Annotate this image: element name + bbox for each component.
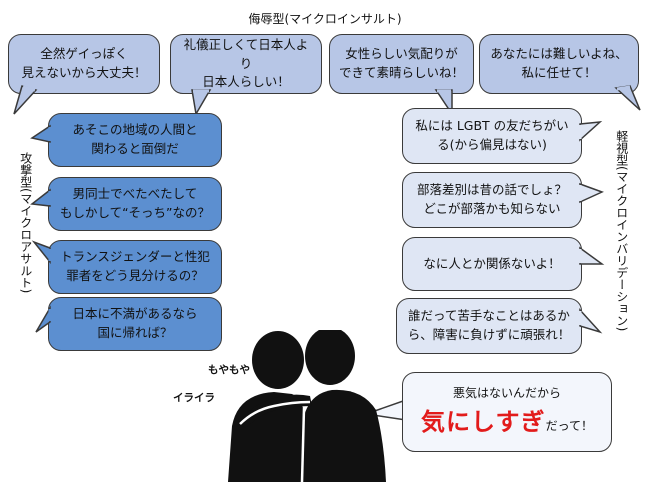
bubble-line: 部落差別は昔の話でしょ？	[416, 182, 567, 198]
emphasis-suffix: だって！	[545, 419, 593, 433]
two-people-silhouette-icon	[228, 330, 386, 482]
bubble-line: 関わると面倒だ	[91, 141, 179, 156]
bubble-line: 私には LGBT の友だちがい	[415, 118, 569, 134]
bubble-line: もしかして“そっち”なの？	[59, 205, 211, 220]
assault-bubble-2: 男同士でべたべたしてもしかして“そっち”なの？	[48, 177, 222, 231]
bubble-line: る(から偏見はない)	[437, 137, 547, 152]
bubble-line: どこが部落かも知らない	[423, 201, 561, 216]
insult-bubble-3: 女性らしい気配りができて素晴らしいね！	[329, 34, 474, 94]
bottom-bubble: 悪気はないんだから 気にしすぎだって！	[402, 372, 612, 452]
invalidation-bubble-1: 私には LGBT の友だちがいる(から偏見はない)	[402, 108, 582, 164]
invalidation-bubble-2: 部落差別は昔の話でしょ？ どこが部落かも知らない	[402, 172, 582, 228]
bottom-bubble-line2: 気にしすぎだって！	[421, 404, 593, 440]
bubble-line: 礼儀正しくて日本人より	[183, 36, 309, 71]
invalidation-bubble-4-tail	[578, 308, 603, 334]
insult-bubble-4-tail	[614, 85, 641, 111]
bubble-line: 罪者をどう見分けるの？	[66, 268, 204, 283]
bubble-line: 日本人らしい！	[202, 74, 290, 90]
invalidation-bubble-4: 誰だって苦手なことはあるから、障害に負けずに頑張れ！	[396, 298, 582, 354]
bubble-line: 男同士でべたべたして	[72, 186, 198, 202]
emotion-label-iraira: イライラ	[173, 392, 215, 404]
bubble-line: トランスジェンダーと性犯	[60, 249, 210, 265]
bubble-line: 日本に不満があるなら	[72, 306, 198, 322]
assault-bubble-1: あそこの地域の人間と関わると面倒だ	[48, 113, 222, 167]
invalidation-category-label: 軽視型(マイクロインバリデーション)	[614, 130, 629, 332]
insult-bubble-1-tail	[13, 85, 38, 115]
assault-bubble-3-tail	[31, 240, 52, 265]
invalidation-bubble-2-tail	[578, 182, 604, 204]
bottom-bubble-line1: 悪気はないんだから	[452, 386, 561, 400]
insult-bubble-2-tail	[191, 89, 212, 117]
bubble-line: 誰だって苦手なことはあるか	[408, 308, 570, 324]
bubble-line: 私に任せて！	[521, 65, 597, 80]
bubble-line: 国に帰れば？	[97, 325, 173, 340]
invalidation-bubble-3: なに人とか関係ないよ！	[402, 237, 582, 291]
insult-bubble-2: 礼儀正しくて日本人より日本人らしい！	[170, 34, 322, 94]
insult-bubble-1: 全然ゲイっぽく見えないから大丈夫！	[8, 34, 160, 94]
bubble-line: なに人とか関係ないよ！	[423, 255, 561, 271]
assault-category-label: 攻撃型(マイクロアサルト)	[18, 152, 33, 294]
bubble-line: できて素晴らしいね！	[338, 65, 464, 80]
insult-category-label: 侮辱型(マイクロインサルト)	[248, 12, 402, 26]
assault-bubble-3: トランスジェンダーと性犯罪者をどう見分けるの？	[48, 240, 222, 294]
bubble-line: 見えないから大丈夫！	[21, 65, 147, 80]
bubble-line: あそこの地域の人間と	[72, 122, 198, 138]
assault-bubble-2-tail	[30, 188, 52, 207]
bubble-line: あなたには難しいよね、	[490, 46, 628, 62]
emphasis-text: 気にしすぎ	[421, 408, 546, 436]
invalidation-bubble-3-tail	[578, 246, 605, 265]
emotion-label-moyamoya: もやもや	[208, 364, 250, 376]
bubble-line: 全然ゲイっぽく	[40, 46, 128, 62]
assault-bubble-4: 日本に不満があるなら国に帰れば？	[48, 297, 222, 351]
bubble-line: 女性らしい気配りが	[345, 46, 458, 62]
invalidation-bubble-1-tail	[578, 121, 603, 142]
assault-bubble-4-tail	[35, 305, 52, 333]
insult-bubble-4: あなたには難しいよね、私に任せて！	[479, 34, 639, 94]
bubble-line: ら、障害に負けずに頑張れ！	[407, 327, 571, 342]
assault-bubble-1-tail	[30, 124, 52, 143]
